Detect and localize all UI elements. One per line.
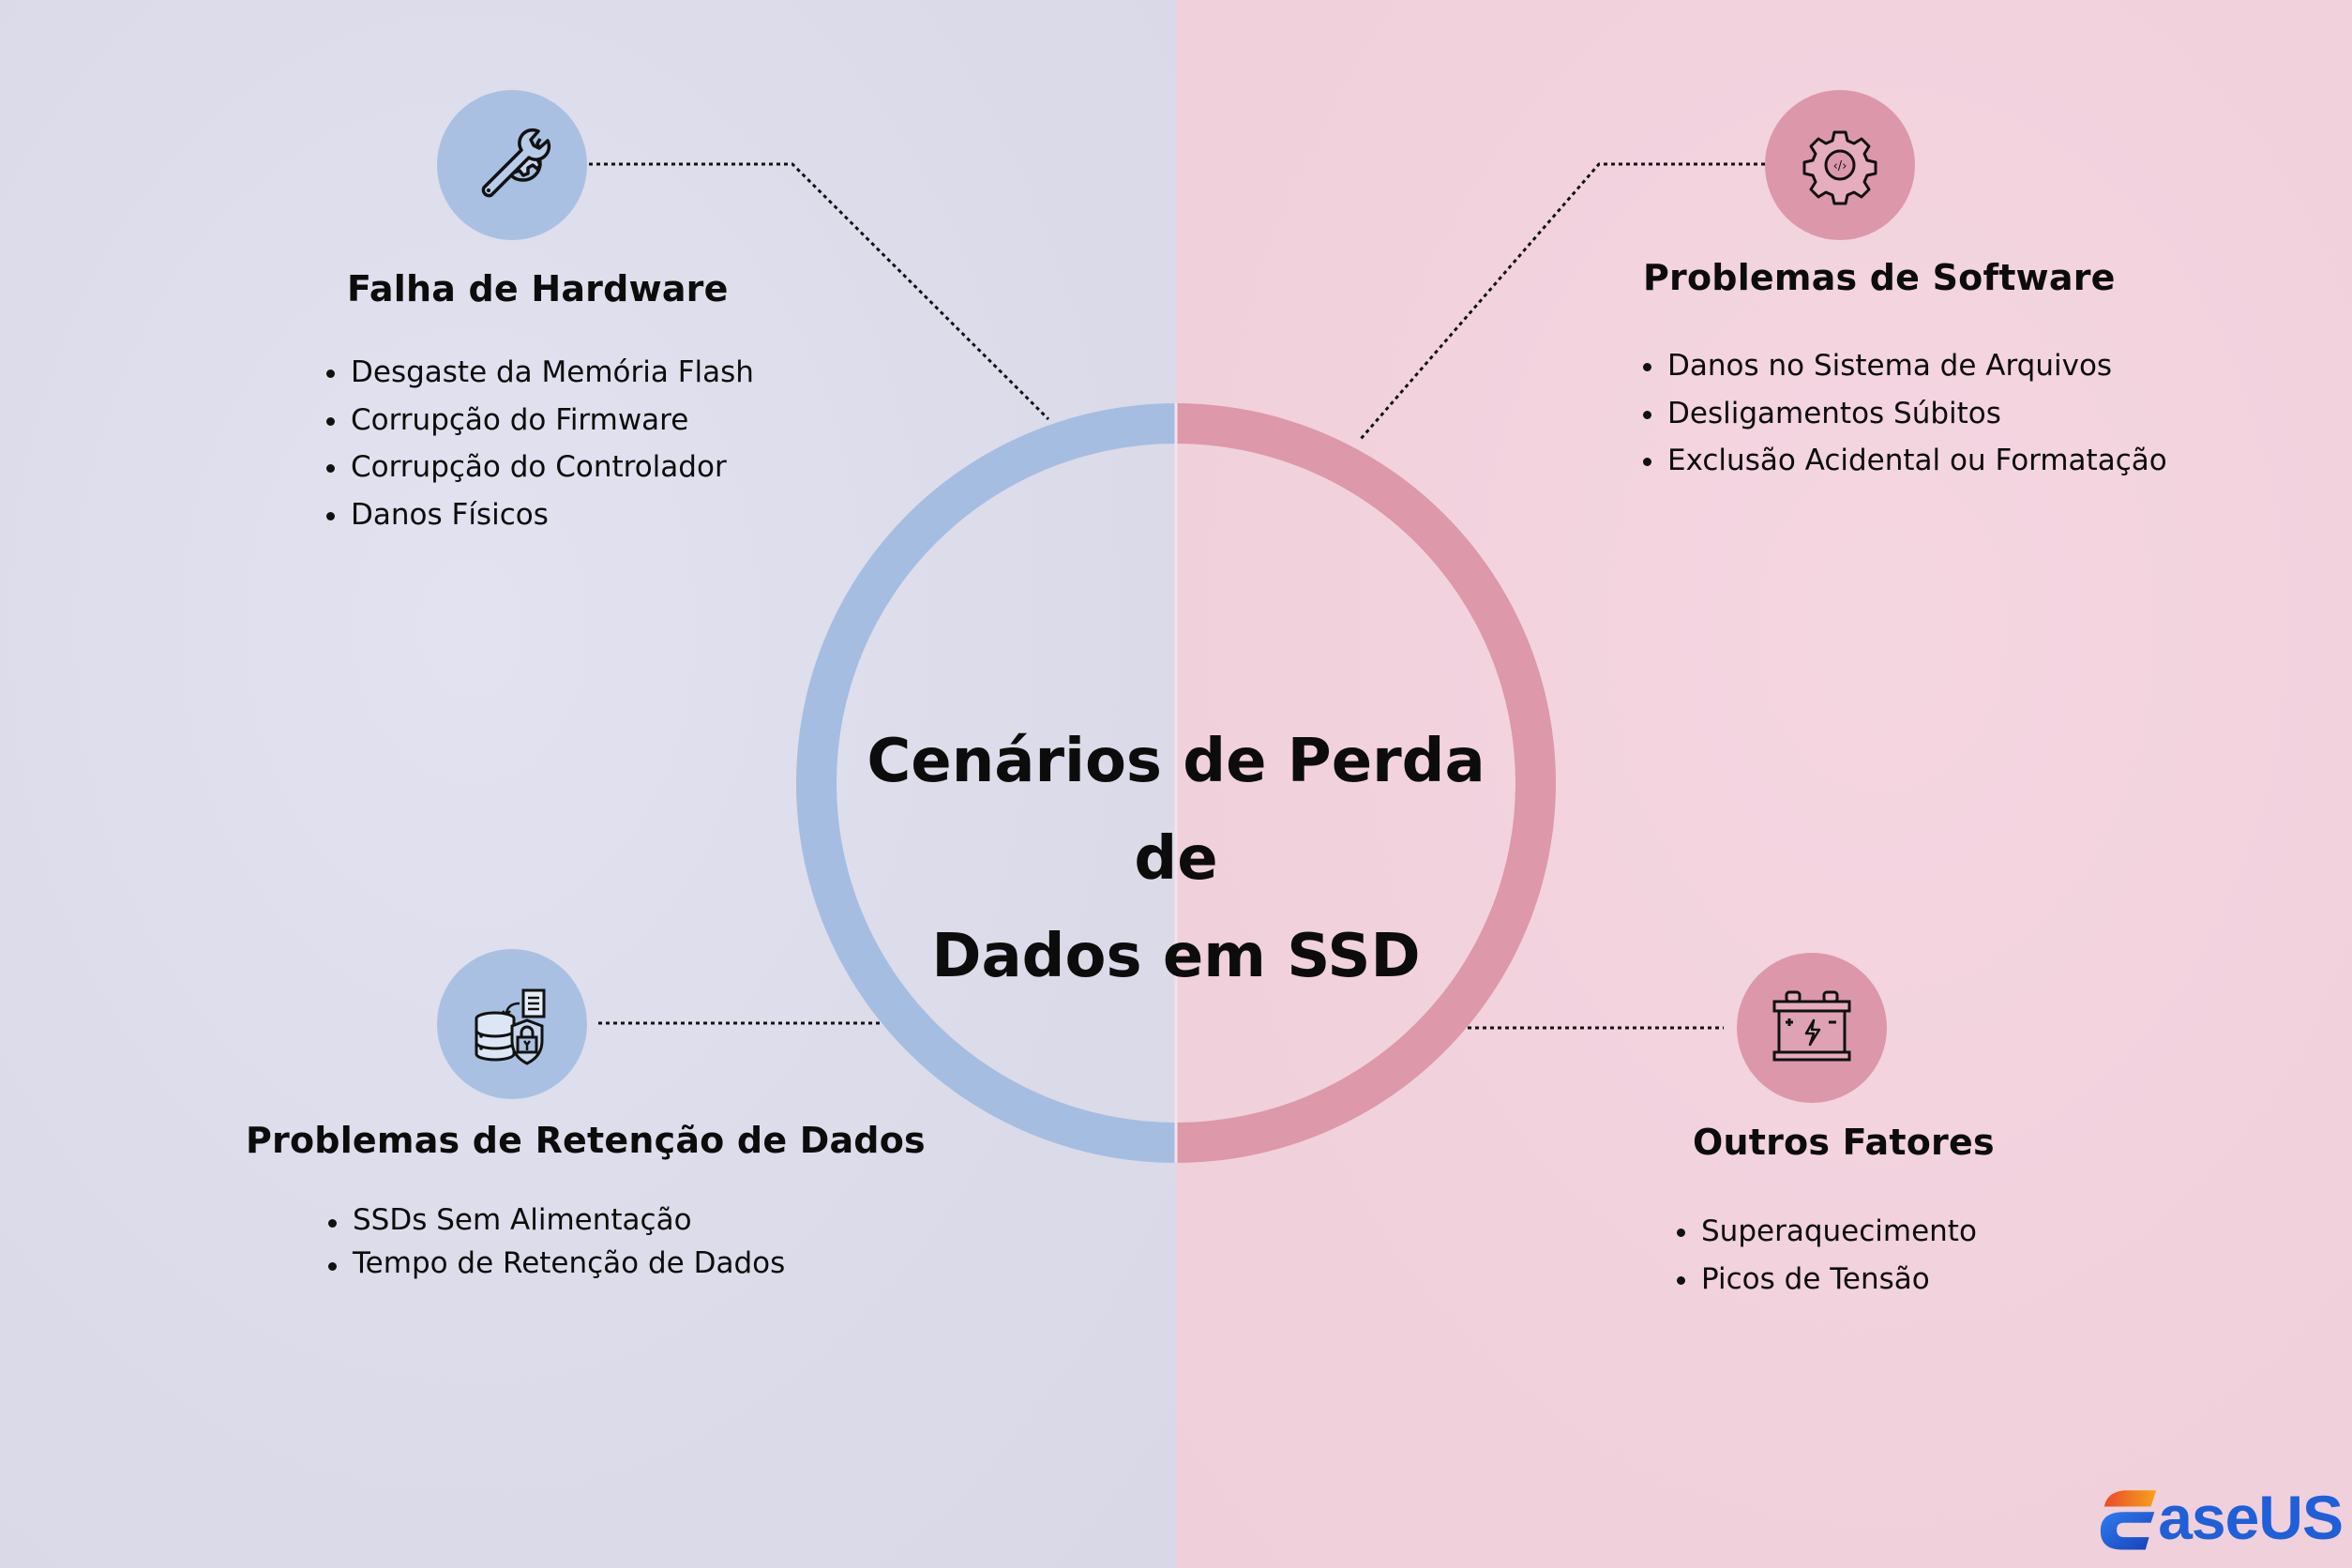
center-ring-left-half [796, 403, 1176, 1163]
connector-software [1359, 162, 1765, 440]
other-items-list: Superaquecimento Picos de Tensão [1675, 1208, 1977, 1303]
database-lock-icon [475, 988, 546, 1065]
hardware-icon-badge [437, 90, 587, 240]
hardware-item: Corrupção do Firmware [324, 397, 754, 445]
connector-hardware [589, 162, 1050, 421]
left-background-panel [0, 0, 1176, 1568]
center-title-line-2: Dados em SSD [931, 922, 1421, 991]
easeus-e-mark-icon [2100, 1490, 2157, 1550]
software-items-list: Danos no Sistema de Arquivos Desligament… [1641, 342, 2167, 485]
other-section-title: Outros Fatores [1693, 1122, 1995, 1163]
other-item: Picos de Tensão [1675, 1256, 1977, 1304]
svg-text:‹/›: ‹/› [1833, 159, 1847, 173]
center-title-line-1: Cenários de Perda de [867, 727, 1485, 894]
software-item: Desligamentos Súbitos [1641, 390, 2167, 438]
center-title: Cenários de Perda de Dados em SSD [816, 713, 1536, 1005]
retention-item: Tempo de Retenção de Dados [326, 1242, 785, 1285]
hardware-section-title: Falha de Hardware [347, 268, 729, 309]
center-ring-right-half [1176, 403, 1556, 1163]
retention-icon-badge [437, 949, 587, 1099]
retention-item: SSDs Sem Alimentação [326, 1199, 785, 1242]
software-item: Exclusão Acidental ou Formatação [1641, 437, 2167, 485]
hardware-item: Danos Físicos [324, 491, 754, 539]
easeus-logo: aseUS [2097, 1480, 2344, 1555]
software-item: Danos no Sistema de Arquivos [1641, 342, 2167, 390]
hardware-item: Desgaste da Memória Flash [324, 349, 754, 397]
other-item: Superaquecimento [1675, 1208, 1977, 1256]
right-background-panel [1176, 0, 2352, 1568]
retention-section-title: Problemas de Retenção de Dados [246, 1120, 926, 1161]
retention-items-list: SSDs Sem Alimentação Tempo de Retenção d… [326, 1199, 785, 1285]
wrench-gear-icon [481, 128, 551, 198]
gear-code-icon: ‹/› [1802, 130, 1877, 205]
hardware-item: Corrupção do Controlador [324, 444, 754, 491]
easeus-logo-text: aseUS [2158, 1483, 2344, 1552]
software-section-title: Problemas de Software [1643, 257, 2116, 298]
battery-icon [1772, 990, 1851, 1062]
hardware-items-list: Desgaste da Memória Flash Corrupção do F… [324, 349, 754, 538]
software-icon-badge: ‹/› [1765, 90, 1915, 240]
other-icon-badge [1737, 953, 1887, 1103]
